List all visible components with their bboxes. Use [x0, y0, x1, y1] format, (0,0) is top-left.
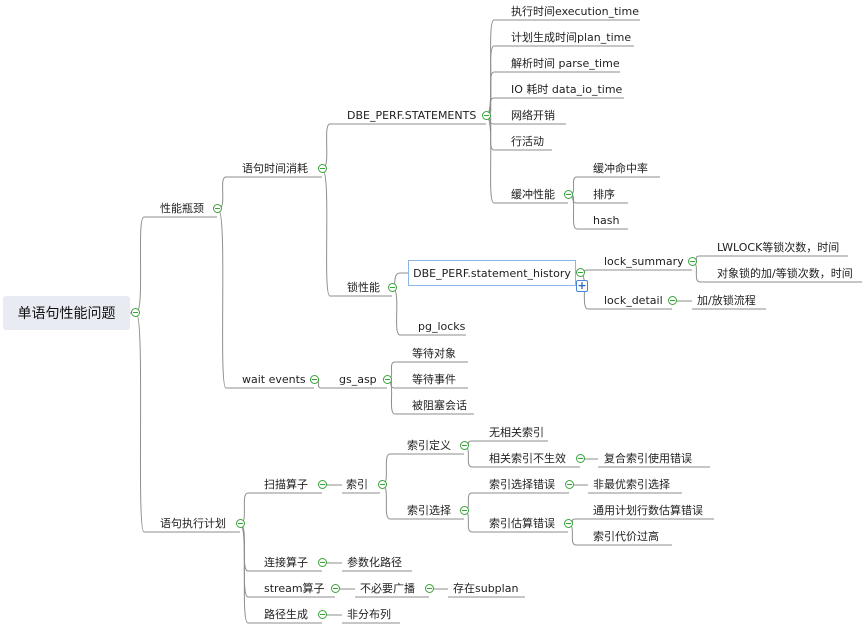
node-index-cost-high[interactable]: 索引代价过高: [593, 530, 659, 543]
node-index-choice[interactable]: 索引选择: [407, 504, 451, 517]
node-join-op[interactable]: 连接算子: [264, 556, 308, 569]
connector-line: [135, 312, 155, 533]
node-path-gen[interactable]: 路径生成: [264, 608, 308, 621]
node-wait-events[interactable]: wait events: [242, 373, 306, 386]
node-pg-locks[interactable]: pg_locks: [418, 320, 466, 333]
node-blocked-session[interactable]: 被阻塞会话: [412, 399, 467, 412]
collapse-toggle-icon[interactable]: [213, 204, 222, 213]
node-composite-index-err[interactable]: 复合索引使用错误: [604, 452, 692, 465]
node-exec-plan[interactable]: 语句执行计划: [160, 517, 226, 530]
collapse-toggle-icon[interactable]: [318, 480, 327, 489]
connector-line: [321, 123, 342, 170]
node-dbe-perf-statements[interactable]: DBE_PERF.STATEMENTS: [347, 109, 477, 122]
connector-line: [391, 287, 412, 336]
node-index-ineffective[interactable]: 相关索引不生效: [489, 452, 566, 465]
collapse-toggle-icon[interactable]: [425, 584, 434, 593]
collapse-toggle-icon[interactable]: [318, 610, 327, 619]
collapse-toggle-icon[interactable]: [482, 111, 491, 120]
connector-line: [568, 194, 588, 230]
root-node[interactable]: 单语句性能问题: [3, 296, 130, 330]
connector-line: [217, 208, 238, 389]
collapse-toggle-icon[interactable]: [383, 375, 392, 384]
node-no-broadcast[interactable]: 不必要广播: [360, 582, 415, 595]
node-gs-asp[interactable]: gs_asp: [339, 373, 377, 386]
connector-line: [239, 523, 258, 598]
node-scan-op[interactable]: 扫描算子: [264, 478, 308, 491]
collapse-toggle-icon[interactable]: [576, 454, 585, 463]
node-parse-time[interactable]: 解析时间 parse_time: [511, 57, 620, 70]
node-has-subplan[interactable]: 存在subplan: [453, 582, 519, 595]
node-obj-lock[interactable]: 对象锁的加/等锁次数，时间: [717, 267, 853, 280]
connector-line: [135, 216, 155, 314]
connector-line: [217, 176, 238, 210]
node-lock-detail[interactable]: lock_detail: [604, 294, 663, 307]
collapse-toggle-icon[interactable]: [318, 164, 327, 173]
node-lwlock[interactable]: LWLOCK等锁次数，时间: [717, 241, 840, 254]
node-hash[interactable]: hash: [593, 214, 620, 227]
node-cache-hit[interactable]: 缓冲命中率: [593, 162, 648, 175]
collapse-toggle-icon[interactable]: [310, 375, 319, 384]
node-index-choice-err[interactable]: 索引选择错误: [489, 478, 555, 491]
connector-line: [485, 115, 506, 204]
collapse-toggle-icon[interactable]: [460, 441, 469, 450]
connector-line: [386, 379, 406, 415]
node-perf-bottleneck[interactable]: 性能瓶颈: [160, 202, 204, 215]
node-index-def[interactable]: 索引定义: [407, 439, 451, 452]
connector-line: [321, 168, 342, 297]
node-network[interactable]: 网络开销: [511, 109, 555, 122]
collapse-toggle-icon[interactable]: [388, 283, 397, 292]
collapse-toggle-icon[interactable]: [131, 308, 140, 317]
node-stream-op[interactable]: stream算子: [264, 582, 325, 595]
connector-line: [381, 484, 400, 520]
node-stmt-time[interactable]: 语句时间消耗: [242, 162, 308, 175]
node-row-activity[interactable]: 行活动: [511, 135, 544, 148]
collapse-toggle-icon[interactable]: [564, 519, 573, 528]
collapse-toggle-icon[interactable]: [576, 268, 585, 277]
collapse-toggle-icon[interactable]: [378, 480, 387, 489]
node-non-distributed[interactable]: 非分布列: [347, 608, 391, 621]
node-plan-time[interactable]: 计划生成时间plan_time: [511, 31, 632, 44]
node-generic-plan-err[interactable]: 通用计划行数估算错误: [593, 504, 703, 517]
collapse-toggle-icon[interactable]: [460, 506, 469, 515]
node-cache-perf[interactable]: 缓冲性能: [511, 188, 555, 201]
node-index[interactable]: 索引: [346, 478, 368, 491]
node-no-index[interactable]: 无相关索引: [489, 426, 544, 439]
collapse-toggle-icon[interactable]: [236, 519, 245, 528]
connector-line: [239, 523, 258, 624]
collapse-toggle-icon[interactable]: [688, 257, 697, 266]
node-param-path[interactable]: 参数化路径: [347, 556, 402, 569]
node-index-est-err[interactable]: 索引估算错误: [489, 517, 555, 530]
add-child-plus-icon[interactable]: +: [576, 279, 588, 292]
node-statement-history[interactable]: DBE_PERF.statement_history: [408, 260, 576, 286]
collapse-toggle-icon[interactable]: [564, 190, 573, 199]
collapse-toggle-icon[interactable]: [331, 584, 340, 593]
node-lock-flow[interactable]: 加/放锁流程: [697, 294, 756, 307]
connector-line: [485, 45, 506, 117]
connector-line: [485, 19, 506, 117]
collapse-toggle-icon[interactable]: [318, 558, 327, 567]
collapse-toggle-icon[interactable]: [668, 296, 677, 305]
node-wait-event[interactable]: 等待事件: [412, 373, 456, 386]
node-execution-time[interactable]: 执行时间execution_time: [511, 5, 639, 18]
node-lock-summary[interactable]: lock_summary: [604, 255, 684, 268]
node-wait-object[interactable]: 等待对象: [412, 347, 456, 360]
collapse-toggle-icon[interactable]: [565, 480, 574, 489]
node-non-optimal-index[interactable]: 非最优索引选择: [593, 478, 670, 491]
node-sort[interactable]: 排序: [593, 188, 615, 201]
node-data-io-time[interactable]: IO 耗时 data_io_time: [511, 83, 623, 96]
node-lock-perf[interactable]: 锁性能: [347, 281, 380, 294]
